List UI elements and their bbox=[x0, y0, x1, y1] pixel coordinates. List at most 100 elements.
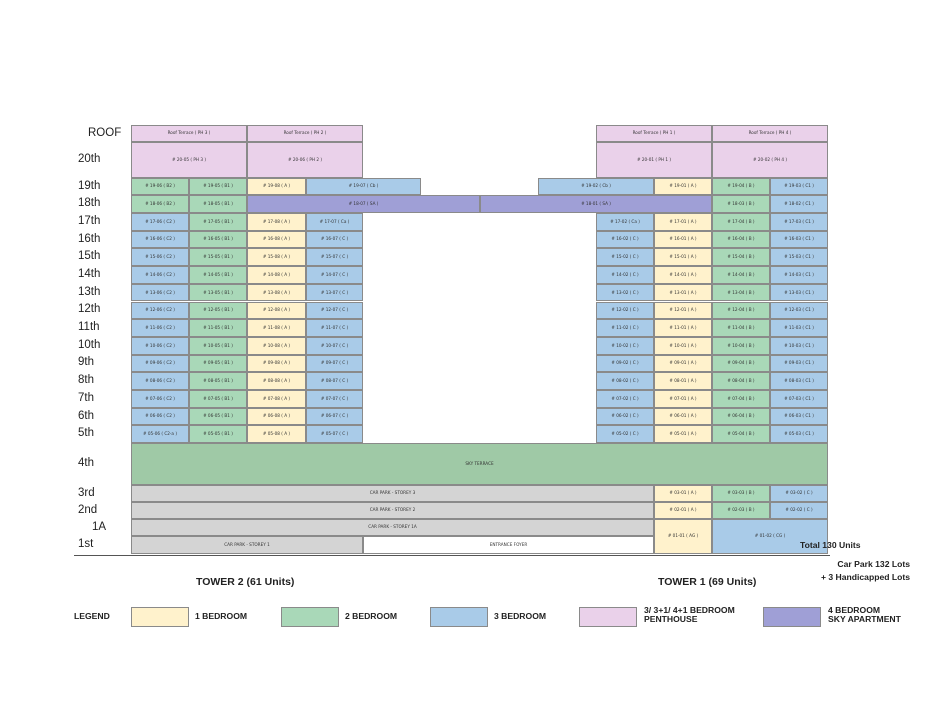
unit-15-04: # 15-04 ( B ) bbox=[712, 248, 770, 267]
unit-19-02: # 19-02 ( Cb ) bbox=[538, 178, 654, 195]
unit-10-02: # 10-02 ( C ) bbox=[596, 336, 654, 355]
unit-10-05: # 10-05 ( B1 ) bbox=[189, 336, 247, 355]
unit-17-01: # 17-01 ( A ) bbox=[654, 213, 712, 231]
unit-16-08: # 16-08 ( A ) bbox=[247, 230, 306, 249]
unit-16-07: # 16-07 ( C ) bbox=[306, 230, 363, 249]
floor-label-1a: 1A bbox=[92, 520, 107, 533]
unit-17-06: # 17-06 ( C2 ) bbox=[131, 213, 189, 231]
unit-12-01: # 12-01 ( A ) bbox=[654, 301, 712, 320]
unit-19-07: # 19-07 ( Cb ) bbox=[306, 178, 421, 195]
unit-02-02: # 02-02 ( C ) bbox=[770, 502, 828, 519]
unit-14-02: # 14-02 ( C ) bbox=[596, 266, 654, 284]
unit-06-02: # 06-02 ( C ) bbox=[596, 407, 654, 426]
legend-title: LEGEND bbox=[74, 611, 110, 621]
floor-label-2nd: 2nd bbox=[78, 503, 98, 516]
unit-17-07: # 17-07 ( Ca ) bbox=[306, 213, 363, 231]
unit-03-01: # 03-01 ( A ) bbox=[654, 485, 712, 502]
unit-15-07: # 15-07 ( C ) bbox=[306, 248, 363, 267]
unit-13-04: # 13-04 ( B ) bbox=[712, 283, 770, 302]
unit-14-06: # 14-06 ( C2 ) bbox=[131, 266, 189, 284]
unit-20-06: # 20-06 ( PH 2 ) bbox=[247, 142, 363, 178]
unit-02-03: # 02-03 ( B ) bbox=[712, 502, 770, 519]
unit-05-03: # 05-03 ( C1 ) bbox=[770, 425, 828, 443]
unit-07-06: # 07-06 ( C2 ) bbox=[131, 390, 189, 408]
unit-03-02: # 03-02 ( C ) bbox=[770, 485, 828, 502]
floor-label-14th: 14th bbox=[78, 267, 101, 280]
floor-label-19th: 19th bbox=[78, 179, 101, 192]
unit-19-04: # 19-04 ( B ) bbox=[712, 178, 770, 195]
unit-05-01: # 05-01 ( A ) bbox=[654, 425, 712, 443]
car-park-storey-1a: CAR PARK - STOREY 1A bbox=[131, 519, 654, 536]
tower-1-label: TOWER 1 (69 Units) bbox=[658, 576, 757, 588]
unit-06-05: # 06-05 ( B1 ) bbox=[189, 407, 247, 426]
unit-16-06: # 16-06 ( C2 ) bbox=[131, 230, 189, 249]
unit-19-03: # 19-03 ( C1 ) bbox=[770, 178, 828, 195]
unit-13-01: # 13-01 ( A ) bbox=[654, 283, 712, 302]
unit-13-08: # 13-08 ( A ) bbox=[247, 283, 306, 302]
unit-07-04: # 07-04 ( B ) bbox=[712, 390, 770, 408]
unit-07-01: # 07-01 ( A ) bbox=[654, 390, 712, 408]
unit-05-04: # 05-04 ( B ) bbox=[712, 425, 770, 443]
unit-02-01: # 02-01 ( A ) bbox=[654, 502, 712, 519]
legend-swatch-ph bbox=[579, 607, 637, 627]
unit-17-04: # 17-04 ( B ) bbox=[712, 213, 770, 231]
floor-label-10th: 10th bbox=[78, 338, 101, 351]
unit-14-07: # 14-07 ( C ) bbox=[306, 266, 363, 284]
unit-08-07: # 08-07 ( C ) bbox=[306, 372, 363, 390]
unit-05-05: # 05-05 ( B1 ) bbox=[189, 425, 247, 443]
floor-label-roof: ROOF bbox=[88, 126, 122, 139]
unit-06-06: # 06-06 ( C2 ) bbox=[131, 407, 189, 426]
legend-label-2b: 2 BEDROOM bbox=[345, 611, 398, 621]
unit-18-03: # 18-03 ( B ) bbox=[712, 195, 770, 213]
floor-label-11th: 11th bbox=[78, 321, 100, 334]
unit-11-01: # 11-01 ( A ) bbox=[654, 319, 712, 337]
floor-label-16th: 16th bbox=[78, 232, 101, 245]
unit-16-01: # 16-01 ( A ) bbox=[654, 230, 712, 249]
unit-10-07: # 10-07 ( C ) bbox=[306, 336, 363, 355]
floor-label-12th: 12th bbox=[78, 303, 101, 316]
unit-12-07: # 12-07 ( C ) bbox=[306, 301, 363, 320]
unit-12-02: # 12-02 ( C ) bbox=[596, 301, 654, 320]
car-park-handicapped-note: + 3 Handicapped Lots bbox=[820, 572, 910, 582]
unit-14-05: # 14-05 ( B1 ) bbox=[189, 266, 247, 284]
unit-16-05: # 16-05 ( B1 ) bbox=[189, 230, 247, 249]
unit-12-06: # 12-06 ( C2 ) bbox=[131, 301, 189, 320]
floor-label-3rd: 3rd bbox=[78, 486, 95, 499]
unit-09-01: # 09-01 ( A ) bbox=[654, 354, 712, 373]
unit-20-05: # 20-05 ( PH 3 ) bbox=[131, 142, 247, 178]
floor-label-13th: 13th bbox=[78, 285, 101, 298]
unit-11-06: # 11-06 ( C2 ) bbox=[131, 319, 189, 337]
unit-09-03: # 09-03 ( C1 ) bbox=[770, 354, 828, 373]
unit-19-01: # 19-01 ( A ) bbox=[654, 178, 712, 195]
unit-12-04: # 12-04 ( B ) bbox=[712, 301, 770, 320]
unit-01-01: # 01-01 ( AG ) bbox=[654, 519, 712, 554]
unit-05-07: # 05-07 ( C ) bbox=[306, 425, 363, 443]
unit-08-04: # 08-04 ( B ) bbox=[712, 372, 770, 390]
unit-15-08: # 15-08 ( A ) bbox=[247, 248, 306, 267]
legend-swatch-1b bbox=[131, 607, 189, 627]
unit-05-06: # 05-06 ( C2-a ) bbox=[131, 425, 189, 443]
unit-07-05: # 07-05 ( B1 ) bbox=[189, 390, 247, 408]
unit-11-07: # 11-07 ( C ) bbox=[306, 319, 363, 337]
unit-15-06: # 15-06 ( C2 ) bbox=[131, 248, 189, 267]
unit-15-01: # 15-01 ( A ) bbox=[654, 248, 712, 267]
unit-20-01: # 20-01 ( PH 1 ) bbox=[596, 142, 712, 178]
unit-03-03: # 03-03 ( B ) bbox=[712, 485, 770, 502]
unit-16-03: # 16-03 ( C1 ) bbox=[770, 230, 828, 249]
unit-13-05: # 13-05 ( B1 ) bbox=[189, 283, 247, 302]
unit-19-08: # 19-08 ( A ) bbox=[247, 178, 306, 195]
unit-15-05: # 15-05 ( B1 ) bbox=[189, 248, 247, 267]
roof-terrace-ph1: Roof Terrace ( PH 1 ) bbox=[596, 125, 712, 142]
unit-16-04: # 16-04 ( B ) bbox=[712, 230, 770, 249]
unit-12-05: # 12-05 ( B1 ) bbox=[189, 301, 247, 320]
roof-terrace-ph2: Roof Terrace ( PH 2 ) bbox=[247, 125, 363, 142]
floor-label-15th: 15th bbox=[78, 250, 101, 263]
ground-line bbox=[74, 555, 830, 556]
unit-11-04: # 11-04 ( B ) bbox=[712, 319, 770, 337]
floor-label-9th: 9th bbox=[78, 356, 94, 369]
floor-label-7th: 7th bbox=[78, 391, 94, 404]
unit-13-02: # 13-02 ( C ) bbox=[596, 283, 654, 302]
unit-19-06: # 19-06 ( B2 ) bbox=[131, 178, 189, 195]
